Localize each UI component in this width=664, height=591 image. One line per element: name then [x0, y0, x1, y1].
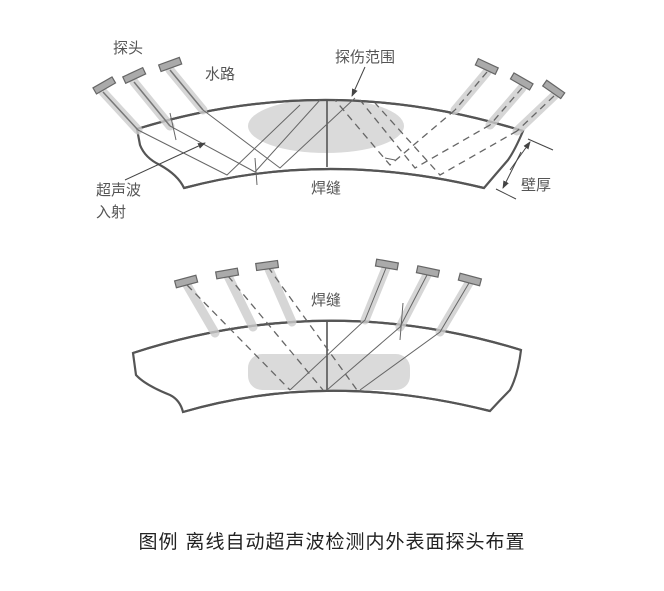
top-right-beams — [334, 99, 518, 176]
probe-head-icon — [541, 79, 566, 100]
top-inspection-zone — [248, 99, 404, 153]
label-probe: 探头 — [113, 39, 143, 57]
bottom-right-probes — [289, 258, 483, 391]
label-weld-top: 焊缝 — [311, 179, 341, 197]
probe-head-icon — [255, 259, 280, 272]
top-left-beams — [137, 97, 356, 186]
label-water-path: 水路 — [205, 65, 235, 83]
label-weld-bottom: 焊缝 — [311, 291, 341, 309]
figure-caption: 图例 离线自动超声波检测内外表面探头布置 — [138, 531, 526, 553]
label-ultrasonic-line2: 入射 — [96, 203, 126, 221]
bottom-inspection-zone — [248, 354, 410, 390]
probe-head-icon — [509, 72, 534, 91]
inspection-range-arrow — [351, 66, 366, 97]
ultrasonic-incidence-arrow — [124, 142, 206, 181]
probe-head-icon — [374, 258, 400, 271]
label-wall-thickness: 壁厚 — [521, 176, 551, 194]
bottom-pipe-diagram: 焊缝 — [131, 258, 523, 414]
top-left-probes — [92, 56, 208, 135]
top-right-probes — [450, 57, 566, 136]
probe-head-icon — [474, 57, 500, 76]
label-ultrasonic-line1: 超声波 — [96, 181, 141, 199]
wall-thickness-dimension — [495, 138, 554, 200]
probe-head-icon — [173, 274, 199, 289]
probe-head-icon — [92, 76, 117, 95]
probe-head-icon — [214, 267, 240, 280]
probe-head-icon — [121, 66, 147, 85]
top-pipe-diagram: 探头 水路 探伤范围 超声波 入射 焊缝 壁厚 — [92, 39, 566, 221]
bottom-left-probes — [173, 259, 358, 391]
probe-head-icon — [457, 272, 483, 287]
probe-head-icon — [415, 265, 441, 278]
probe-head-icon — [157, 56, 183, 73]
label-inspection-range: 探伤范围 — [335, 48, 395, 66]
